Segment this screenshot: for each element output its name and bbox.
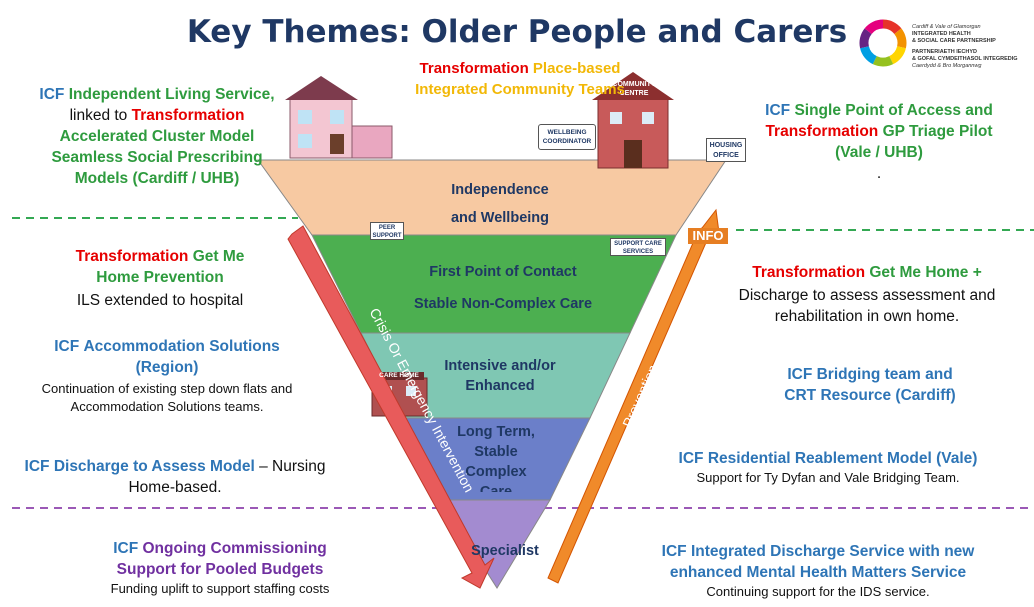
layer-independence-line2: and Wellbeing <box>450 210 550 226</box>
left-block-discharge-to-assess: ICF Discharge to Assess Model – Nursing … <box>24 458 326 496</box>
logo-line-4: PARTNERIAETH IECHYD <box>912 49 977 55</box>
house-illustration <box>285 76 393 159</box>
right-block-residential-reablement: ICF Residential Reablement Model (Vale) … <box>678 450 978 485</box>
left-block-accommodation: ICF Accommodation Solutions (Region) Con… <box>41 338 293 414</box>
top-center-place-based: Place-based <box>532 60 621 77</box>
logo-ring-segment <box>872 55 894 67</box>
logo-line-5: & GOFAL CYMDEITHASOL INTEGREDIG <box>912 56 1018 62</box>
layer-specialist-label: Specialist <box>471 543 539 559</box>
logo-ring-segment <box>882 19 902 35</box>
layer-long-term-line1: Long Term, <box>457 424 535 440</box>
layer-long-term-line3: Complex <box>465 464 527 480</box>
housing-office-sign: HOUSING OFFICE <box>706 138 746 162</box>
icf-label: ICF <box>39 86 65 103</box>
layer-long-term-line4: Care <box>479 484 513 492</box>
right-block-single-point: ICF Single Point of Access and Transform… <box>765 102 993 182</box>
info-sign: INFO <box>688 228 728 244</box>
layer-intensive-label: Intensive and/or Enhanced <box>420 356 580 396</box>
support-care-services-sign: SUPPORT CARE SERVICES <box>610 238 666 256</box>
right-block-bridging: ICF Bridging team and CRT Resource (Card… <box>784 366 956 404</box>
left-block-commissioning: ICF Ongoing Commissioning Support for Po… <box>110 540 330 596</box>
left-block-independent-living: ICF Independent Living Service, linked t… <box>39 86 275 187</box>
layer-first-contact-label: First Point of Contact Stable Non-Comple… <box>398 262 608 314</box>
logo-ring-icon <box>859 19 907 67</box>
logo-line-6: Caerdydd & Bro Morgannwg <box>912 63 982 69</box>
logo-line-2: INTEGRATED HEALTH <box>912 31 971 37</box>
layer-intensive-line1: Intensive and/or <box>444 358 556 374</box>
logo-ring-segment <box>894 28 907 49</box>
layer-independence-line1: Independence <box>451 182 549 198</box>
logo-ring-segment <box>859 28 872 49</box>
layer-long-term-line2: Stable <box>474 444 518 460</box>
peer-support-sign: PEER SUPPORT <box>370 222 404 240</box>
right-block-get-me-home-plus: Transformation Get Me Home + Discharge t… <box>738 264 996 325</box>
layer-intensive-line2: Enhanced <box>465 378 535 394</box>
community-centre-sign: COMMUNITY CENTRE <box>612 81 656 97</box>
top-center-transformation: Transformation <box>419 60 529 77</box>
logo-line-1: Cardiff & Vale of Glamorgan <box>912 24 981 30</box>
wellbeing-coordinator-sign: WELLBEING COORDINATOR <box>538 124 596 150</box>
layer-independence-label: Independence and Wellbeing <box>420 180 580 228</box>
logo-ring-segment <box>888 45 906 65</box>
care-home-sign: CARE HOME <box>379 372 419 379</box>
page-title: Key Themes: Older People and Carers <box>186 14 848 50</box>
layer-first-contact-line2: Stable Non-Complex Care <box>413 296 593 312</box>
logo-ring-segment <box>860 45 878 65</box>
community-centre-illustration <box>592 72 674 169</box>
logo-ring-segment <box>864 19 884 35</box>
partnership-logo: Cardiff & Vale of Glamorgan INTEGRATED H… <box>858 18 1028 70</box>
layer-long-term-label: Long Term, Stable Complex Care <box>426 422 566 492</box>
logo-line-3: & SOCIAL CARE PARTNERSHIP <box>912 38 996 44</box>
crisis-arrow <box>287 225 495 589</box>
left-block-get-me-home-prevention: Transformation Get Me Home Prevention IL… <box>75 248 245 309</box>
right-block-integrated-discharge: ICF Integrated Discharge Service with ne… <box>661 543 975 599</box>
layer-first-contact-line1: First Point of Contact <box>429 264 577 280</box>
top-center-text: Transformation Place-based Integrated Co… <box>330 58 710 100</box>
top-center-teams: Integrated Community Teams <box>415 81 625 98</box>
